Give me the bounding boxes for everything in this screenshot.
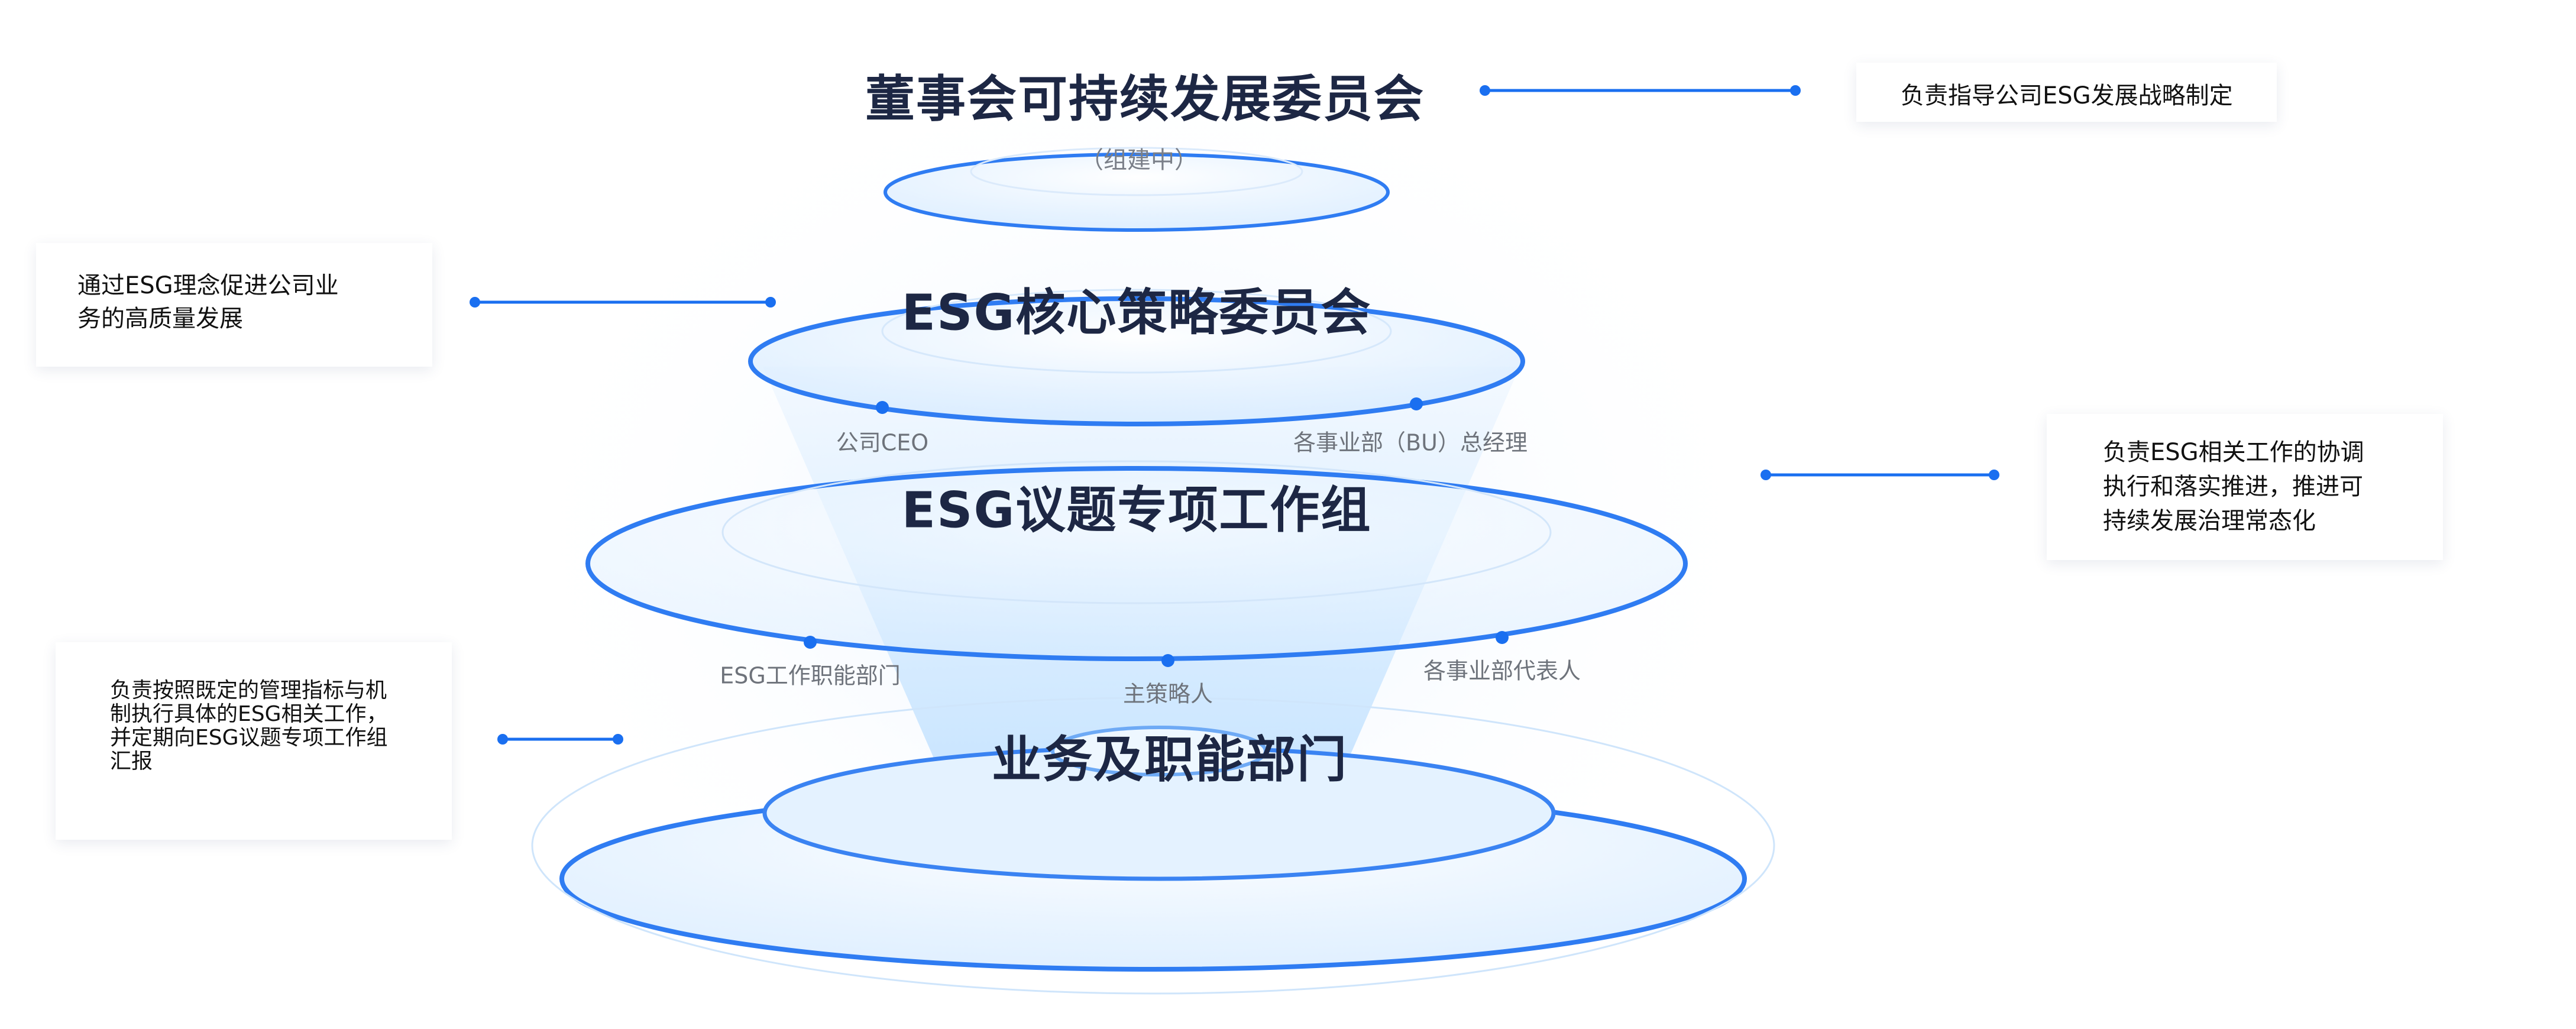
description-line: 负责指导公司ESG发展战略制定	[1901, 82, 2233, 109]
dot-lead-strategist	[1161, 654, 1174, 667]
description-line: 并定期向ESG议题专项工作组	[110, 726, 388, 750]
ring-board-inner	[970, 147, 1303, 196]
description-line: 持续发展治理常态化	[2103, 507, 2316, 535]
dot-functional-dept	[804, 636, 817, 649]
dot-bu-rep	[1496, 631, 1509, 644]
description-line: 制执行具体的ESG相关工作，	[110, 702, 388, 726]
ring-core	[748, 296, 1525, 426]
ring-board	[884, 153, 1390, 232]
description-card-board: 负责指导公司ESG发展战略制定	[1856, 63, 2277, 122]
base-ring-faint	[531, 697, 1775, 995]
tier-title-core: ESG核心策略委员会	[901, 283, 1372, 342]
dot-ceo	[876, 401, 889, 414]
description-line: 负责按照既定的管理指标与机	[110, 678, 387, 703]
description-card-core: 通过ESG理念促进公司业 务的高质量发展	[36, 243, 432, 367]
member-label-bu-gm: 各事业部（BU）总经理	[1293, 429, 1528, 456]
funnel-tip-ring	[1051, 726, 1267, 776]
tier-title-board: 董事会可持续发展委员会	[865, 70, 1425, 128]
member-label-ceo: 公司CEO	[836, 429, 929, 456]
tier-title-working-group: ESG议题专项工作组	[901, 481, 1372, 539]
dot-bu-gm	[1410, 397, 1423, 410]
description-line: 务的高质量发展	[77, 305, 243, 332]
member-label-functional-dept: ESG工作职能部门	[720, 662, 901, 689]
description-card-working-group: 负责ESG相关工作的协调 执行和落实推进，推进可 持续发展治理常态化	[2047, 414, 2443, 560]
tier-subtitle-board: （组建中）	[1080, 147, 1198, 174]
member-label-bu-rep: 各事业部代表人	[1423, 658, 1581, 684]
description-line: 负责ESG相关工作的协调	[2103, 439, 2364, 466]
ring-core-inner	[881, 289, 1392, 374]
ring-working-group-inner	[721, 460, 1552, 604]
description-card-departments: 负责按照既定的管理指标与机 制执行具体的ESG相关工作， 并定期向ESG议题专项…	[56, 642, 452, 840]
ring-working-group	[585, 466, 1688, 661]
member-dots	[804, 397, 1509, 667]
description-line: 通过ESG理念促进公司业	[77, 272, 339, 299]
description-line: 执行和落实推进，推进可	[2103, 473, 2363, 500]
connectors	[470, 85, 1999, 745]
description-line: 汇报	[110, 749, 153, 774]
member-label-lead-strategist: 主策略人	[1122, 681, 1213, 707]
tier-title-departments: 业务及职能部门	[991, 730, 1348, 789]
